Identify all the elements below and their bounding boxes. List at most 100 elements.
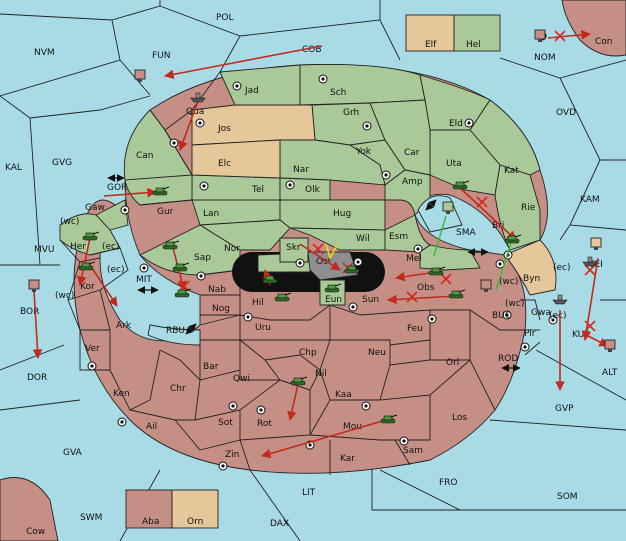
sea-labels: POL NVM FUN COB NOM OVD KAL GVG GOR KAM … xyxy=(5,13,618,529)
tank-icon[interactable] xyxy=(152,186,170,196)
tank-icon[interactable] xyxy=(452,180,470,190)
tank-icon[interactable] xyxy=(172,262,190,272)
supply-center-icon xyxy=(256,405,266,415)
label-amp: Amp xyxy=(402,177,423,187)
supply-center-icon xyxy=(318,74,328,84)
supply-center-icon xyxy=(120,205,130,215)
sea-mvu-label: MVU xyxy=(34,245,55,255)
province-orn[interactable] xyxy=(171,489,219,529)
fleet-marker-icon[interactable] xyxy=(590,237,602,250)
label-her: Her xyxy=(70,242,86,252)
tank-icon[interactable] xyxy=(290,376,308,386)
sea-lit-label: LIT xyxy=(302,488,316,498)
fleet-marker-icon[interactable] xyxy=(28,279,40,292)
label-kaa: Kaa xyxy=(335,390,352,400)
province-hel[interactable] xyxy=(453,14,501,52)
supply-center-icon xyxy=(228,401,238,411)
tank-icon[interactable] xyxy=(504,234,522,244)
label-eld: Eld xyxy=(449,119,463,129)
label-orn: Orn xyxy=(187,517,203,527)
label-los: Los xyxy=(452,413,467,423)
ship-icon[interactable] xyxy=(190,92,206,103)
fail-cross-icon xyxy=(440,273,452,285)
tank-icon[interactable] xyxy=(78,261,96,271)
fleet-marker-icon[interactable] xyxy=(534,29,546,42)
label-nab: Nab xyxy=(208,285,226,295)
sea-kal-label: KAL xyxy=(5,163,22,173)
tank-icon[interactable] xyxy=(162,240,180,250)
fail-cross-icon xyxy=(178,280,190,292)
label-sun: Sun xyxy=(362,295,379,305)
supply-center-icon xyxy=(295,258,305,268)
tank-icon[interactable] xyxy=(448,289,466,299)
supply-center-icon xyxy=(196,271,206,281)
sea-dor-label: DOR xyxy=(27,373,47,383)
tank-icon[interactable] xyxy=(324,283,342,293)
province-labels: Jad Sch Qua Jos Grh Eld Can Elc Nar Yok … xyxy=(26,37,613,537)
tank-icon[interactable] xyxy=(82,231,100,241)
label-qwi: Qwi xyxy=(233,374,250,384)
fleet-marker-icon[interactable] xyxy=(480,279,492,292)
order-arrows xyxy=(32,30,609,459)
tank-icon[interactable] xyxy=(174,288,192,298)
sea-som-label: SOM xyxy=(557,492,578,502)
supply-centers xyxy=(87,31,558,471)
label-web: Web xyxy=(287,274,307,284)
supply-center-icon xyxy=(381,170,391,180)
fleet-marker-icon[interactable] xyxy=(604,339,616,352)
label-obs: Obs xyxy=(417,283,435,293)
label-kar: Kar xyxy=(340,454,355,464)
sea-gvp-label: GVP xyxy=(555,404,574,414)
province-elf[interactable] xyxy=(405,14,455,52)
sea-ovd-label: OVD xyxy=(556,108,576,118)
coast-gwa-ec: (ec) xyxy=(549,311,567,321)
fail-cross-icon xyxy=(406,291,418,303)
tank-icon[interactable] xyxy=(262,274,280,284)
sea-rbu-label: RBU xyxy=(166,326,185,336)
supply-center-icon xyxy=(464,118,474,128)
province-elc[interactable] xyxy=(191,139,281,179)
label-tel: Tel xyxy=(251,185,264,195)
tank-icon[interactable] xyxy=(274,292,292,302)
sea-gva-label: GVA xyxy=(63,448,83,458)
fleet-marker-icon[interactable] xyxy=(442,201,454,214)
label-kor: Kor xyxy=(80,282,95,292)
tank-icon[interactable] xyxy=(380,414,398,424)
label-mou: Mou xyxy=(343,422,362,432)
double-arrow-icon xyxy=(425,199,437,211)
sea-dax-label: DAX xyxy=(270,519,289,529)
tank-icon[interactable] xyxy=(344,264,362,274)
province-jos[interactable] xyxy=(191,104,316,146)
fleet-marker-icon[interactable] xyxy=(134,69,146,82)
supply-center-icon xyxy=(413,244,423,254)
fail-cross-icon xyxy=(312,243,324,255)
supply-center-icon xyxy=(285,180,295,190)
ship-icon[interactable] xyxy=(552,294,568,305)
label-hel: Hel xyxy=(466,40,481,50)
label-ail: Ail xyxy=(146,422,157,432)
province-con[interactable] xyxy=(561,0,626,57)
tank-icon[interactable] xyxy=(428,266,446,276)
label-jad: Jad xyxy=(244,86,259,96)
ship-icon[interactable] xyxy=(582,256,598,267)
fail-cross-icon xyxy=(554,30,566,42)
label-skr: Skr xyxy=(286,243,301,253)
province-cow[interactable] xyxy=(0,477,59,541)
sea-fun-label: FUN xyxy=(152,51,171,61)
label-car: Car xyxy=(404,148,420,158)
label-cow: Cow xyxy=(26,527,45,537)
coast-tags: (wc) (ec) (ec) (wc) (wc) (ec) (ec) (wc) xyxy=(55,217,571,321)
label-gwa: Gwa xyxy=(531,308,551,318)
coast-kor-wc: (wc) xyxy=(55,291,74,301)
label-ver: Ver xyxy=(85,344,100,354)
sea-nom-label: NOM xyxy=(534,53,556,63)
province-byn[interactable] xyxy=(504,239,557,296)
label-lan: Lan xyxy=(203,209,219,219)
label-con: Con xyxy=(595,37,613,47)
sea-gvg-label: GVG xyxy=(52,158,72,168)
province-eun[interactable] xyxy=(319,279,346,306)
label-yok: Yok xyxy=(355,147,372,157)
province-aba[interactable] xyxy=(125,489,173,529)
